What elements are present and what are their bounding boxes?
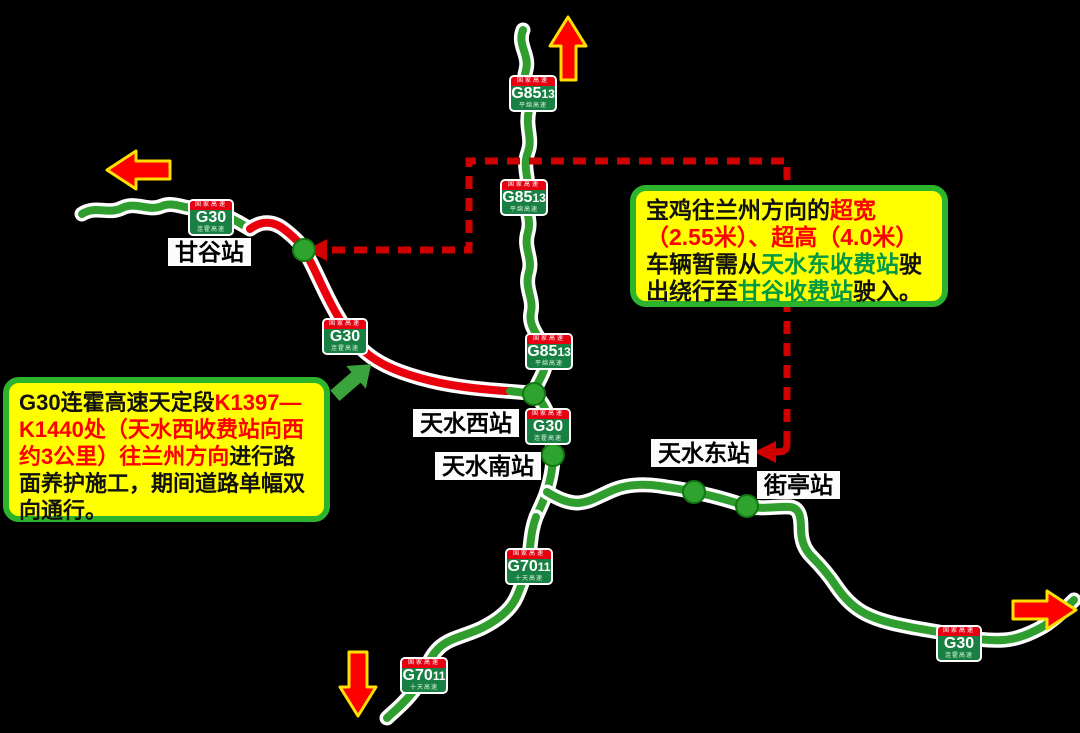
shield-code: G8513 — [527, 343, 571, 360]
shield-g8513-lower: 国家高速 G8513 平绵高速 — [525, 333, 573, 370]
shield-g30-east: 国家高速 G30 连霍高速 — [936, 625, 982, 662]
arrow-left-icon — [105, 149, 172, 191]
shield-g7011-upper: 国家高速 G7011 十天高速 — [505, 548, 553, 585]
shield-band: 国家高速 — [527, 335, 571, 344]
station-dot-tianshuidong — [682, 480, 706, 504]
shield-route-name: 平绵高速 — [534, 361, 563, 367]
shield-code: G8513 — [502, 189, 546, 206]
shield-route-name: 连霍高速 — [533, 436, 562, 442]
station-label-tianshuidong: 天水东站 — [651, 439, 757, 467]
arrow-right-icon — [1011, 589, 1078, 631]
detour-arrowhead-tianshuidong-icon — [754, 441, 776, 463]
shield-g8513-top: 国家高速 G8513 平绵高速 — [509, 75, 557, 112]
shield-band: 国家高速 — [324, 320, 366, 329]
station-dot-tianshuinan — [541, 443, 565, 467]
shield-g30-west: 国家高速 G30 连霍高速 — [188, 199, 234, 236]
notice-station-highlight: 甘谷收费站 — [738, 278, 853, 304]
station-dot-jieting — [735, 494, 759, 518]
shield-code: G7011 — [402, 667, 446, 684]
detour-notice-box: 宝鸡往兰州方向的超宽（2.55米）、超高（4.0米）车辆暂需从天水东收费站驶出绕… — [630, 185, 948, 307]
construction-pointer-arrow-icon — [330, 364, 372, 402]
notice-text: 宝鸡往兰州方向的 — [646, 197, 830, 223]
notice-text: G30连霍高速天定段 — [19, 390, 215, 415]
shield-band: 国家高速 — [527, 410, 569, 419]
station-label-jieting: 街亭站 — [757, 471, 840, 499]
notice-text-highlight: K1397—K1440处（天水西收费站向西约3公里）往兰州方向 — [19, 390, 304, 469]
notice-station-highlight: 天水东收费站 — [761, 251, 899, 277]
shield-band: 国家高速 — [511, 77, 555, 86]
shield-code: G7011 — [507, 558, 551, 575]
shield-code: G8513 — [511, 85, 555, 102]
shield-g30-construction: 国家高速 G30 连霍高速 — [322, 318, 368, 355]
shield-route-name: 连霍高速 — [330, 346, 359, 352]
notice-text: 驶出绕行至 — [646, 251, 922, 304]
arrow-down-icon — [338, 650, 378, 718]
shield-route-name: 连霍高速 — [944, 653, 973, 659]
shield-route-name: 连霍高速 — [196, 227, 225, 233]
station-dot-gangu — [292, 238, 316, 262]
shield-code: G30 — [195, 209, 227, 226]
shield-band: 国家高速 — [938, 627, 980, 636]
shield-band: 国家高速 — [402, 659, 446, 668]
construction-notice-box: G30连霍高速天定段K1397—K1440处（天水西收费站向西约3公里）往兰州方… — [3, 377, 330, 523]
station-dot-tianshuixi — [522, 382, 546, 406]
shield-route-name: 十天高速 — [409, 685, 438, 691]
notice-text: 车辆暂需从 — [646, 251, 761, 277]
road-g30-east — [539, 477, 1080, 648]
station-label-tianshuixi: 天水西站 — [413, 409, 519, 437]
shield-code: G30 — [943, 635, 975, 652]
shield-code: G30 — [532, 418, 564, 435]
detour-arrowhead-gangu-icon — [306, 239, 327, 261]
shield-g30-south: 国家高速 G30 连霍高速 — [525, 408, 571, 445]
shield-code: G30 — [329, 328, 361, 345]
shield-band: 国家高速 — [507, 550, 551, 559]
shield-route-name: 十天高速 — [514, 576, 543, 582]
notice-text-highlight: 超宽（2.55米）、超高（4.0米） — [646, 197, 919, 250]
station-label-gangu: 甘谷站 — [168, 238, 251, 266]
shield-g8513-middle: 国家高速 G8513 平绵高速 — [500, 179, 548, 216]
shield-route-name: 平绵高速 — [509, 207, 538, 213]
notice-text: 进行路面养护施工，期间道路单幅双向通行。 — [19, 444, 306, 523]
shield-band: 国家高速 — [190, 201, 232, 210]
notice-text: 驶入。 — [853, 278, 922, 304]
road-g30-construction-section — [242, 215, 538, 401]
shield-route-name: 平绵高速 — [518, 103, 547, 109]
shield-g7011-lower: 国家高速 G7011 十天高速 — [400, 657, 448, 694]
shield-band: 国家高速 — [502, 181, 546, 190]
arrow-up-icon — [548, 15, 588, 82]
station-label-tianshuinan: 天水南站 — [435, 452, 541, 480]
